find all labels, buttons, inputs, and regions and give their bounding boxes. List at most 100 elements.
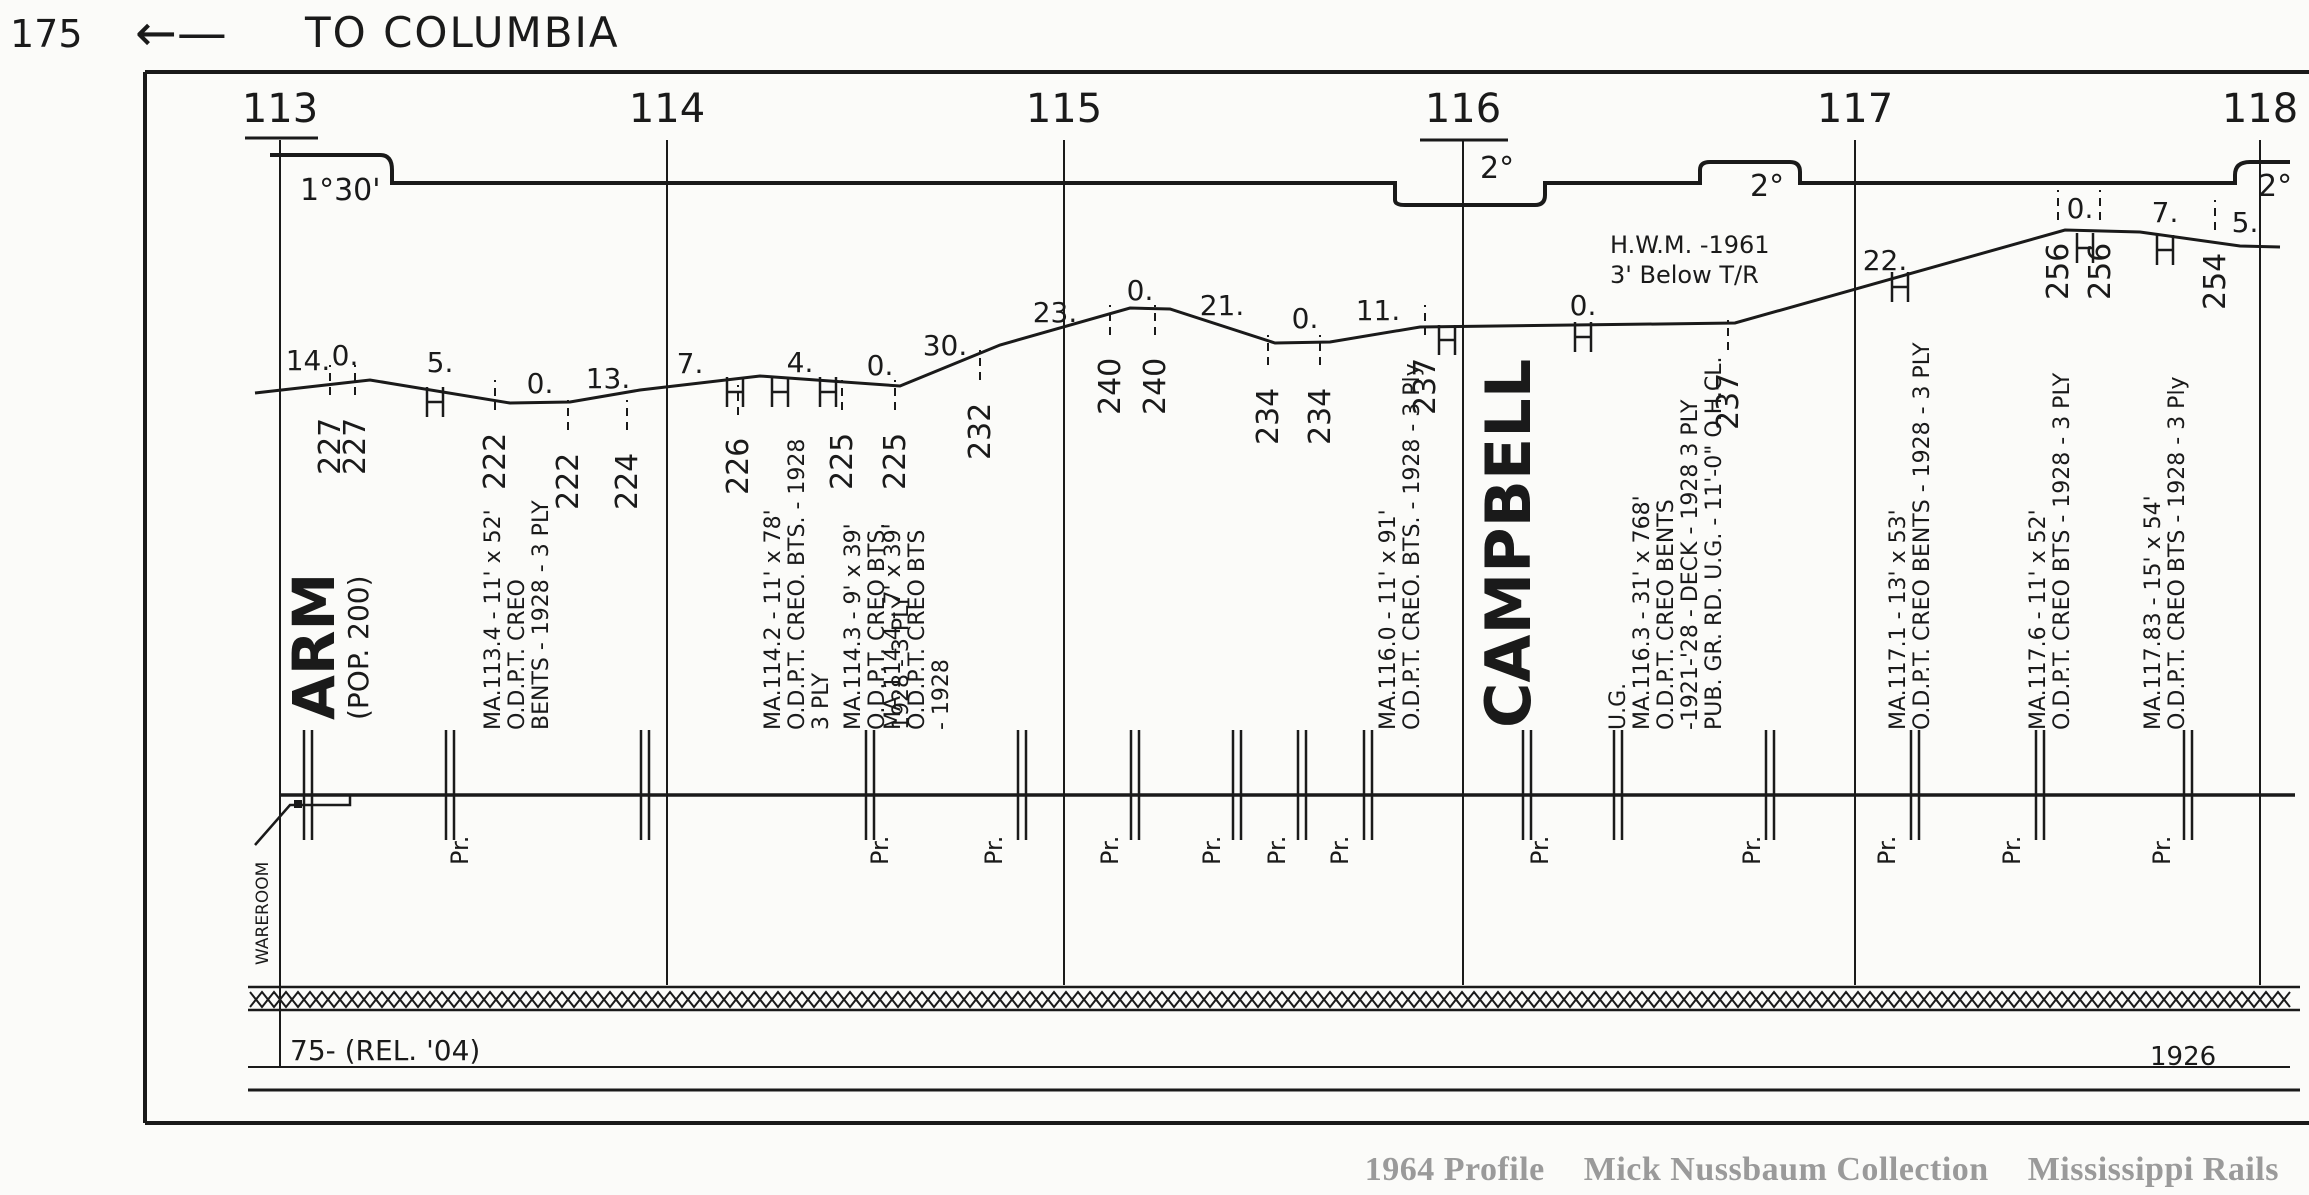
- grade-rate-label: 14.: [286, 344, 331, 377]
- hwm-note-line1: H.W.M. -1961: [1610, 231, 1770, 259]
- grade-rate-label: 4.: [787, 346, 814, 379]
- elevation-label: 226: [721, 438, 756, 495]
- grade-rate-label: 0.: [1292, 302, 1319, 335]
- structure-note: O.D.P.T. CREO BTS - 1928 - 3 PLY: [2050, 372, 2075, 730]
- structure-note: O.D.P.T. CREO: [505, 579, 530, 730]
- structure-note: - 1928: [929, 659, 954, 730]
- structure-note: MA.114.4 - 7' x 39': [881, 523, 906, 730]
- grade-rate-label: 21.: [1200, 289, 1245, 322]
- elevation-label: 237: [1408, 358, 1443, 415]
- tie-zigzag: [249, 990, 2291, 1009]
- wareroom-pointer: [254, 795, 352, 846]
- structure-note: U.G.: [1606, 683, 1631, 730]
- station-population: (POP. 200): [342, 575, 375, 720]
- pr-label: Pr.: [446, 836, 474, 865]
- grade-rate-label: 0.: [332, 339, 359, 372]
- pr-label: Pr.: [1096, 836, 1124, 865]
- structure-note: O.D.P.T. CREO BTS: [905, 530, 930, 730]
- milepost-label: 117: [1817, 86, 1893, 132]
- elevation-label: 227: [338, 418, 373, 475]
- grade-marker: [425, 387, 445, 417]
- pr-label: Pr.: [1998, 836, 2026, 865]
- curvature-band: [270, 153, 2290, 207]
- grade-rate-label: 0.: [2067, 192, 2094, 225]
- page-number: 175: [10, 12, 83, 56]
- pr-label: Pr.: [1326, 836, 1354, 865]
- pr-label: Pr.: [866, 836, 894, 865]
- elevation-label: 232: [963, 403, 998, 460]
- pr-label: Pr.: [1873, 836, 1901, 865]
- pr-label: Pr.: [2148, 836, 2176, 865]
- grade-rate-label: 11.: [1356, 294, 1401, 327]
- structure-note: O.D.P.T. CREO. BTS. - 1928 - 3 Ply: [1400, 363, 1425, 730]
- milepost-gridlines: [245, 136, 2261, 1067]
- footer-profile-year: 1964 Profile: [1364, 1151, 1545, 1188]
- grade-rate-label: 0.: [867, 349, 894, 382]
- structure-note: MA.116.0 - 11' x 91': [1376, 509, 1401, 730]
- bridge-marks: [302, 730, 2194, 840]
- milepost-label: 113: [242, 86, 318, 132]
- structure-note: MA.114.3 - 9' x 39': [841, 523, 866, 730]
- grade-rate-label: 7.: [2152, 196, 2179, 229]
- curvature-label: 2°: [2258, 169, 2292, 204]
- milepost-label: 114: [629, 86, 705, 132]
- pr-label: Pr.: [1526, 836, 1554, 865]
- structure-note: MA.117.6 - 11' x 52': [2026, 509, 2051, 730]
- grade-marker: [725, 377, 745, 407]
- elevation-label: 222: [551, 453, 586, 510]
- grade-marker: [2155, 235, 2175, 265]
- grade-rate-label: 0.: [1570, 289, 1597, 322]
- pr-label: Pr.: [980, 836, 1008, 865]
- structure-note: BENTS - 1928 - 3 PLY: [529, 500, 554, 730]
- rail-year-label: 1926: [2150, 1042, 2216, 1072]
- hwm-note-line2: 3' Below T/R: [1610, 261, 1759, 289]
- structure-note: O.D.P.T. CREO BENTS - 1928 - 3 PLY: [1910, 342, 1935, 730]
- direction-arrow-icon: ←—: [135, 4, 227, 62]
- curvature-label: 1°30': [300, 173, 381, 208]
- structure-note: O.D.P.T. CREO BTS.: [865, 523, 890, 730]
- footer-collection: Mick Nussbaum Collection: [1583, 1151, 1989, 1188]
- grade-marker: [2075, 233, 2095, 263]
- station-name-campbell: CAMPBELL: [1472, 359, 1545, 728]
- wareroom-marker: [294, 800, 302, 808]
- grade-rate-label: 7.: [677, 347, 704, 380]
- elevation-label: 240: [1138, 358, 1173, 415]
- grade-rate-label: 0.: [1127, 274, 1154, 307]
- grade-rate-label: 5.: [427, 346, 454, 379]
- curvature-label: 2°: [1750, 169, 1784, 204]
- curvature-line: [270, 153, 2290, 207]
- elevation-label: 224: [610, 453, 645, 510]
- grade-rate-label: 23.: [1033, 296, 1078, 329]
- grade-marker: [818, 377, 838, 407]
- elevation-label: 234: [1303, 388, 1338, 445]
- milepost-label: 115: [1026, 86, 1102, 132]
- grade-marker: [1573, 322, 1593, 352]
- grade-line: [254, 228, 2281, 405]
- grade-rate-label: 30.: [923, 329, 968, 362]
- structure-note: MA.117.1 - 13' x 53': [1886, 509, 1911, 730]
- grade-marker: [770, 377, 790, 407]
- elevation-label: 256: [2041, 243, 2076, 300]
- pr-label: Pr.: [1198, 836, 1226, 865]
- elevation-label: 225: [878, 433, 913, 490]
- elevation-label: 240: [1093, 358, 1128, 415]
- grade-marker: [1890, 272, 1910, 302]
- grade-rate-label: 5.: [2232, 206, 2259, 239]
- elevation-label: 222: [478, 433, 513, 490]
- structure-note: -1921-'28 - DECK - 1928 3 PLY: [1678, 399, 1703, 730]
- elevation-label: 256: [2083, 243, 2118, 300]
- structure-note: 1928 - 3 PLY: [889, 594, 914, 730]
- structure-note: MA.116.3 - 31' x 768': [1630, 495, 1655, 730]
- grade-rate-label: 22.: [1863, 244, 1908, 277]
- elevation-label: 225: [825, 433, 860, 490]
- elevation-label: 237: [1711, 373, 1746, 430]
- grade-profile: [254, 228, 2281, 417]
- milepost-label: 116: [1425, 86, 1501, 132]
- elevation-label: 234: [1251, 388, 1286, 445]
- footer-credit: 1964 Profile Mick Nussbaum Collection Mi…: [1335, 1151, 2279, 1189]
- structure-note: MA.114.2 - 11' x 78': [761, 509, 786, 730]
- curvature-label: 2°: [1480, 151, 1514, 186]
- structure-note: MA.117.83 - 15' x 54': [2141, 495, 2166, 730]
